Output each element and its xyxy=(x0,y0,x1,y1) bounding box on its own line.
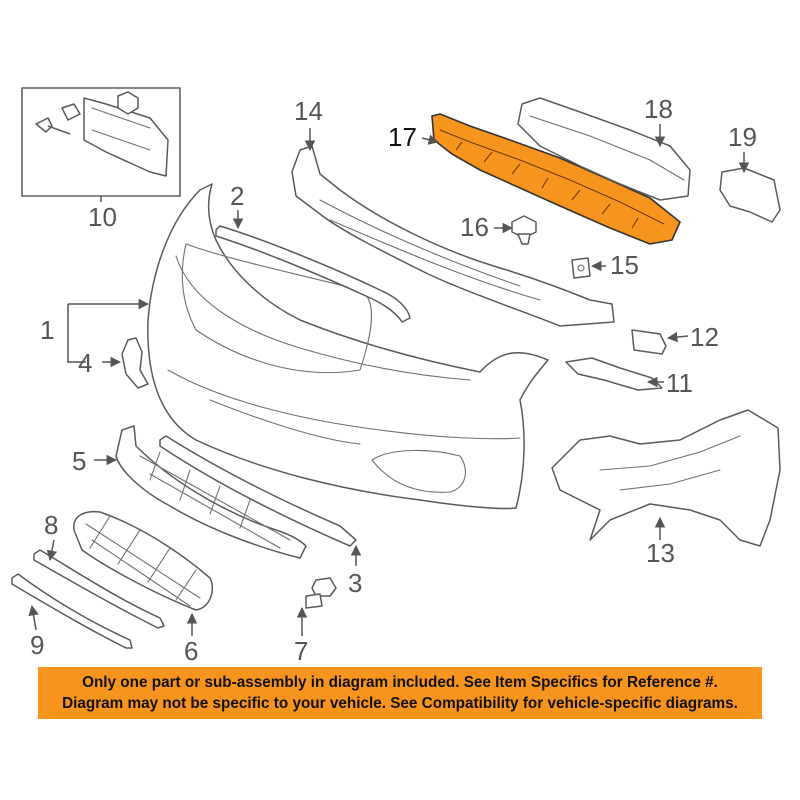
leader-lines xyxy=(28,124,750,636)
callout-11: 11 xyxy=(666,368,693,398)
part-16-bolt xyxy=(511,215,537,245)
callout-2: 2 xyxy=(230,181,244,211)
callout-10: 10 xyxy=(88,202,117,232)
part-2-trim-strip xyxy=(215,225,411,323)
callout-12: 12 xyxy=(690,322,719,352)
callout-13: 13 xyxy=(646,538,675,568)
callout-18: 18 xyxy=(644,94,673,124)
part-17-impact-absorber xyxy=(431,113,681,245)
callout-19: 19 xyxy=(728,122,757,152)
disclaimer-line-1: Only one part or sub-assembly in diagram… xyxy=(82,674,718,691)
callout-5: 5 xyxy=(72,446,86,476)
part-18-upper-absorber xyxy=(517,97,691,201)
part-3-trim-strip xyxy=(159,435,357,547)
callout-labels: 1 2 3 4 5 6 7 8 9 10 11 12 13 14 15 16 1… xyxy=(30,94,757,666)
part-10-hardware-kit xyxy=(21,87,181,202)
part-6-mesh-grille xyxy=(73,510,214,611)
part-15-clip-nut xyxy=(571,257,591,279)
callout-7: 7 xyxy=(294,636,308,666)
part-11-bracket xyxy=(565,357,663,391)
part-19-bracket xyxy=(719,167,781,223)
callout-14: 14 xyxy=(294,96,323,126)
part-5-lower-grille xyxy=(115,425,307,559)
callout-17: 17 xyxy=(388,122,417,152)
callout-16: 16 xyxy=(460,212,489,242)
callout-15: 15 xyxy=(610,250,639,280)
part-8-trim-strip xyxy=(33,549,165,629)
callout-1: 1 xyxy=(40,315,54,345)
callout-9: 9 xyxy=(30,630,44,660)
callout-4: 4 xyxy=(78,348,92,378)
part-7-screw xyxy=(305,577,337,609)
callout-6: 6 xyxy=(184,636,198,666)
part-12-clip xyxy=(631,329,667,355)
callout-3: 3 xyxy=(348,568,362,598)
part-14-upper-support xyxy=(291,145,615,327)
disclaimer-banner: Only one part or sub-assembly in diagram… xyxy=(38,667,762,719)
part-1-bumper-cover xyxy=(147,183,549,510)
callout-8: 8 xyxy=(44,510,58,540)
part-13-side-bracket xyxy=(551,409,781,547)
disclaimer-line-2: Diagram may not be specific to your vehi… xyxy=(62,695,738,712)
part-9-lower-trim xyxy=(11,573,133,649)
part-4-bracket xyxy=(121,337,149,389)
